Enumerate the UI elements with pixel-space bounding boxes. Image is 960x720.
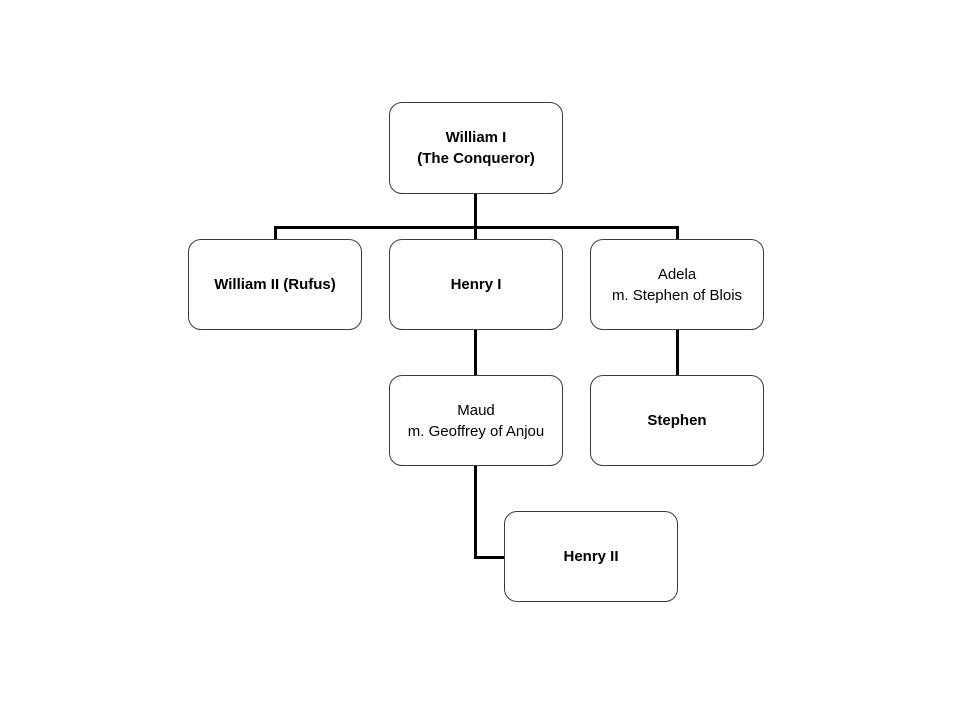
node-henry-i-name: Henry I — [450, 276, 502, 293]
node-adela: Adela m. Stephen of Blois — [590, 239, 764, 330]
node-william-i-name: William I — [445, 129, 507, 146]
connector-adela-to-stephen — [676, 329, 679, 376]
node-william-i: William I (The Conqueror) — [389, 102, 563, 194]
connector-to-william-ii — [274, 226, 277, 240]
node-william-ii-name: William II (Rufus) — [214, 276, 336, 293]
node-adela-name: Adela — [657, 265, 697, 283]
connector-henry-i-to-maud — [474, 329, 477, 376]
connector-maud-down — [474, 465, 477, 559]
node-william-i-epithet: (The Conqueror) — [417, 150, 535, 167]
connector-to-adela — [676, 226, 679, 240]
node-william-ii: William II (Rufus) — [188, 239, 362, 330]
connector-maud-to-henry-ii — [474, 556, 506, 559]
node-henry-ii-name: Henry II — [563, 548, 619, 565]
connector-william-i-down — [474, 193, 477, 227]
node-adela-spouse: m. Stephen of Blois — [611, 286, 743, 304]
node-maud-name: Maud — [457, 401, 495, 419]
connector-to-henry-i — [474, 226, 477, 240]
node-henry-i: Henry I — [389, 239, 563, 330]
node-henry-ii: Henry II — [504, 511, 678, 602]
node-stephen: Stephen — [590, 375, 764, 466]
node-stephen-name: Stephen — [647, 412, 707, 429]
node-maud: Maud m. Geoffrey of Anjou — [389, 375, 563, 466]
node-maud-spouse: m. Geoffrey of Anjou — [407, 422, 545, 440]
